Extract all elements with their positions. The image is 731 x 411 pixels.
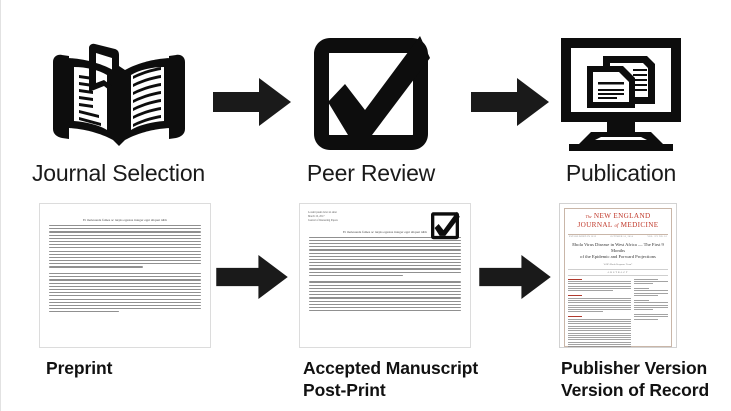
nejm-masthead-journal: JOURNAL — [577, 221, 613, 229]
right-arrow-icon — [471, 78, 549, 126]
nejm-issue-left: ESTABLISHED IN 1812 — [569, 236, 597, 238]
version-label-publisher-line-1: Publisher Version — [561, 358, 708, 378]
arrow-top-1 — [213, 78, 291, 131]
nejm-article-title-line-1: Ebola Virus Disease in West Africa — The… — [572, 242, 664, 253]
accepted-doc-meta: Lorem ipsum dolor sit amet March 10, 201… — [300, 211, 470, 224]
nejm-masthead-line-1: NEW ENGLAND — [593, 211, 651, 220]
nejm-column-side — [634, 278, 668, 348]
accepted-doc-meta-line-2: March 10, 2017 — [308, 215, 325, 219]
nejm-issue-center: OCTOBER 16, 2014 — [610, 236, 634, 238]
nejm-abstract-heading: ABSTRACT — [568, 268, 668, 276]
accepted-doc-meta-line-3: Journal of Interesting Papers — [308, 219, 338, 223]
nejm-masthead-rule — [568, 233, 668, 235]
preprint-doc-title: Et malesuada fames ac turpis egestas int… — [83, 218, 167, 222]
nejm-issue-line: ESTABLISHED IN 1812 OCTOBER 16, 2014 VOL… — [568, 236, 668, 240]
right-arrow-icon — [216, 255, 288, 299]
right-arrow-icon — [213, 78, 291, 126]
document-thumbnail-accepted-manuscript[interactable]: Lorem ipsum dolor sit amet March 10, 201… — [299, 203, 471, 348]
right-arrow-icon — [479, 255, 551, 299]
arrow-bottom-2 — [479, 255, 551, 304]
stage-label-publication: Publication — [565, 160, 677, 186]
stage-label-peer-review: Peer Review — [306, 160, 436, 186]
accepted-doc-meta-line-1: Lorem ipsum dolor sit amet — [308, 211, 337, 214]
version-label-accepted-manuscript: Accepted Manuscript Post-Print — [303, 357, 478, 401]
version-label-accepted-line-2: Post-Print — [303, 380, 386, 400]
accepted-doc-title: Et malesuada fames ac turpis egestas int… — [343, 229, 427, 234]
nejm-article-title-line-2: of the Epidemic and Forward Projections — [580, 254, 656, 259]
arrow-bottom-1 — [216, 255, 288, 304]
version-label-accepted-line-1: Accepted Manuscript — [303, 358, 479, 378]
version-label-publisher-line-2: Version of Record — [561, 380, 710, 400]
accepted-doc-body — [309, 236, 461, 312]
checkbox-checked-icon — [431, 211, 460, 240]
stage-icon-publication — [554, 34, 688, 152]
stage-label-journal-selection: Journal Selection — [31, 160, 206, 186]
version-label-preprint: Preprint — [46, 357, 112, 379]
nejm-article-title: Ebola Virus Disease in West Africa — The… — [568, 242, 668, 260]
nejm-cover-frame: The NEW ENGLAND JOURNAL of MEDICINE ESTA… — [564, 208, 672, 347]
open-book-icon — [52, 43, 185, 146]
nejm-masthead: The NEW ENGLAND JOURNAL of MEDICINE — [568, 212, 668, 232]
stage-icon-peer-review — [311, 34, 431, 152]
nejm-body-columns — [568, 278, 668, 348]
version-label-preprint-line-1: Preprint — [46, 358, 113, 378]
computer-monitor-documents-icon — [561, 38, 681, 151]
nejm-masthead-the: The — [585, 213, 592, 219]
nejm-masthead-medicine: MEDICINE — [620, 221, 659, 229]
accepted-stamp-check-icon — [430, 211, 460, 246]
stage-icon-journal-selection — [41, 34, 196, 152]
checkbox-checked-icon — [314, 36, 430, 150]
version-label-publisher-version: Publisher Version Version of Record — [561, 357, 709, 401]
preprint-doc-body — [49, 225, 201, 313]
nejm-masthead-of: of — [614, 224, 619, 229]
nejm-issue-right: VOL. 371 NO. 16 — [647, 236, 667, 238]
arrow-top-2 — [471, 78, 549, 131]
nejm-authors: WHO Ebola Response Team* — [603, 262, 633, 266]
document-thumbnail-publisher-version[interactable]: The NEW ENGLAND JOURNAL of MEDICINE ESTA… — [559, 203, 677, 348]
document-thumbnail-preprint[interactable]: Et malesuada fames ac turpis egestas int… — [39, 203, 211, 348]
nejm-column-main — [568, 278, 631, 347]
